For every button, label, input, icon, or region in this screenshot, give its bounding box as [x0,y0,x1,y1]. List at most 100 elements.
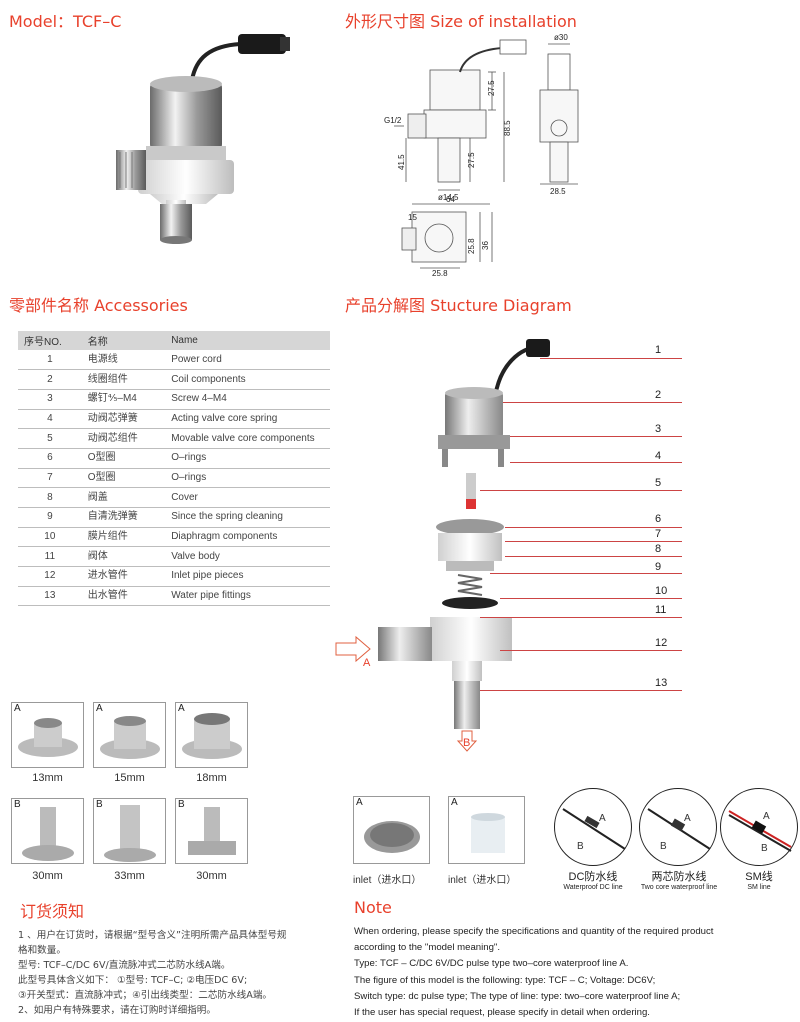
callout-9: 9 [655,561,662,573]
accessories-title: 零部件名称 Accessories [9,296,188,315]
filter-caption: inlet（进水口） [448,875,517,886]
header-cn: 名称 [81,331,166,350]
callout-line-2 [503,402,682,403]
ordering-text: 1 、用户在订货时，请根据“型号含义”注明所需产品具体型号规 格和数量。 型号:… [18,928,334,1018]
row-cn: O型圈 [81,448,166,469]
dim-27-5b: 27.5 [467,152,476,168]
dim-phi30: ø30 [554,33,568,42]
header-en: Name [165,331,330,350]
row-cn: 自清洗弹簧 [81,507,166,528]
row-cn: 动阀芯组件 [81,428,166,449]
row-cn: 阀体 [81,546,166,568]
note-line: If the user has special request, please … [354,1007,650,1019]
row-no: 3 [18,389,82,410]
dim-36: 36 [481,241,490,250]
callout-8: 8 [655,543,662,555]
fitting-inlet-15mm: A [93,702,166,768]
wire-tag-b: B [761,843,768,854]
row-no: 5 [18,428,82,449]
row-en: Screw 4–M4 [165,389,330,410]
callout-6: 6 [655,513,662,525]
wire-two-core: A B [639,788,717,866]
outlet-fitting-icon [188,807,236,855]
inlet-fitting-icon [18,718,78,757]
fitting-size: 30mm [196,870,227,882]
filter-mesh: A [353,796,430,864]
fitting-outlet-33mm: B [93,798,166,864]
fitting-outlet-30mm-b: B [175,798,248,864]
row-no: 1 [18,350,82,371]
fitting-inlet-13mm: A [11,702,84,768]
callout-line-7 [505,541,682,542]
row-no: 7 [18,468,82,489]
filter-tag: A [451,797,458,808]
outlet-fitting-icon [104,805,156,862]
row-no: 2 [18,369,82,390]
wire-caption: DC防水线 Waterproof DC line [546,868,640,891]
inlet-fitting-icon [182,713,242,759]
dim-g12: G1/2 [384,116,402,125]
callout-12: 12 [655,637,668,649]
note-line: according to the "model meaning". [354,942,501,954]
ordering-line: 1 、用户在订货时，请根据“型号含义”注明所需产品具体型号规 [18,930,287,941]
row-no: 9 [18,507,82,528]
callout-2: 2 [655,389,662,401]
fitting-size: 13mm [32,772,63,784]
cap-filter-icon [471,813,505,853]
header-no: 序号NO. [18,331,82,350]
installation-drawing: ø30 G1/2 27.5 88.5 41.5 27.5 ø14.5 28.5 … [384,33,579,278]
inlet-fitting-icon [100,716,160,759]
wire-tag-a: A [763,811,770,822]
callout-13: 13 [655,677,668,689]
fitting-size: 30mm [32,870,63,882]
ordering-line: 此型号具体含义如下： ①型号: TCF–C; ②电压DC 6V; [18,975,248,986]
row-cn: 动阀芯弹簧 [81,409,166,430]
fitting-size: 33mm [114,870,145,882]
row-cn: 螺钉⅘–M4 [81,389,166,410]
ordering-line: 2、如用户有特殊要求，请在订购时详细指明。 [18,1005,216,1016]
callout-line-1 [540,358,682,359]
row-en: Water pipe fittings [165,586,330,607]
fitting-size: 18mm [196,772,227,784]
callout-line-12 [500,650,682,651]
fitting-inlet-18mm: A [175,702,248,768]
fitting-tag: A [14,703,21,714]
wire-en: Waterproof DC line [563,884,623,891]
row-no: 11 [18,546,82,568]
row-no: 4 [18,409,82,430]
callout-line-3 [510,436,682,437]
wire-cn: DC防水线 [568,871,618,883]
row-cn: 电源线 [81,350,166,371]
installation-title: 外形尺寸图 Size of installation [345,12,577,31]
callout-line-9 [490,573,682,574]
wire-tag-a: A [684,813,691,824]
wire-en: SM line [747,884,771,891]
callout-line-6 [505,527,682,528]
row-cn: 阀盖 [81,487,166,508]
note-title: Note [354,898,392,917]
dim-15: 15 [408,213,417,222]
row-en: Cover [165,487,330,508]
fitting-tag: A [178,703,185,714]
row-en: Diaphragm components [165,527,330,548]
wire-cn: 两芯防水线 [651,871,707,883]
row-no: 8 [18,487,82,508]
fitting-tag: B [96,799,103,810]
wire-cn: SM线 [745,871,773,883]
row-cn: 出水管件 [81,586,166,607]
filter-tag: A [356,797,363,808]
ordering-line: ③开关型式：直流脉冲式；④引出线类型：二芯防水线A端。 [18,990,273,1001]
row-no: 6 [18,448,82,469]
dim-27-5a: 27.5 [487,80,496,96]
wire-sm: A B [720,788,798,866]
